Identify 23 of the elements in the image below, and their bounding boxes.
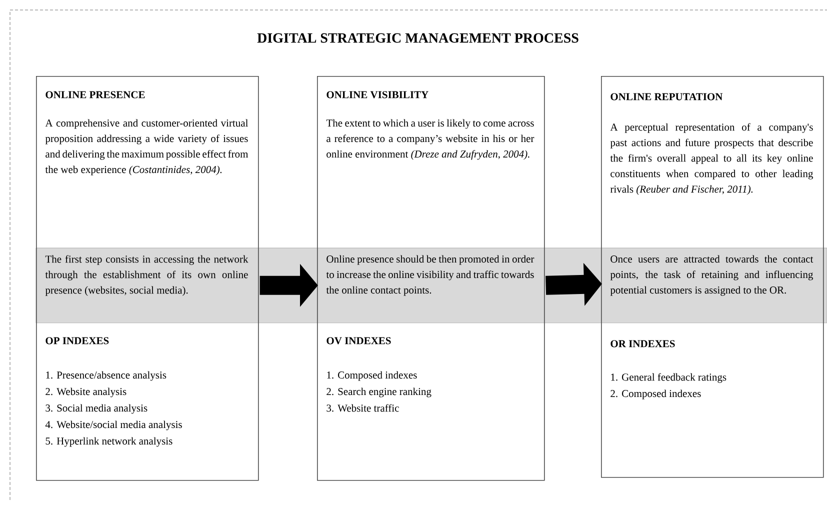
step-text: Online presence should be then promoted in order to increase the online visibility and traffic towards the online contact points. (326, 255, 534, 296)
list-item: 5. Hyperlink network analysis (46, 437, 172, 447)
list-item: 1. Composed indexes (327, 371, 417, 381)
column-heading: ONLINE REPUTATION (610, 93, 723, 100)
column-heading: ONLINE VISIBILITY (326, 91, 428, 98)
column-heading: ONLINE PRESENCE (46, 91, 145, 98)
list-item: 1. Presence/absence analysis (46, 371, 166, 381)
list-heading: OR INDEXES (610, 340, 675, 348)
title: DIGITAL STRATEGIC MANAGEMENT PROCESS (257, 33, 578, 43)
list-item: 1. General feedback ratings (611, 373, 726, 383)
definition-text: A comprehensive and customer-oriented virtual proposition addressing a wide variety of issues and delivering the maximum possible effect from the web experience (Costantinides, 2004). (45, 119, 248, 176)
list-item: 2. Composed indexes (610, 390, 701, 400)
step-text: The first step consists in accessing the network through the establishment of its own online presence (websites, social media). (45, 255, 248, 296)
list-item: 2. Search engine ranking (326, 388, 432, 398)
definition-text: The extent to which a user is likely to come across a reference to a company’s website in his or her online environment (Dreze and Zufryden, 2004). (326, 119, 534, 160)
list-item: 3. Website traffic (326, 404, 399, 412)
list-item: 2. Website analysis (46, 388, 126, 398)
list-heading: OV INDEXES (326, 337, 391, 344)
list-item: 4. Website/social media analysis (45, 420, 182, 430)
list-item: 3. Social media analysis (46, 404, 148, 414)
step-text: Once users are attracted towards the contact points, the task of retaining and influencing potential customers is assigned to the OR. (610, 255, 814, 296)
list-heading: OP INDEXES (46, 337, 109, 344)
definition-text: A perceptual representation of a company's past actions and future prospects that describe the firm's overall appeal to all its key online constituents when compared to other leading rivals (Reuber and Fischer, 2011). (610, 123, 814, 195)
